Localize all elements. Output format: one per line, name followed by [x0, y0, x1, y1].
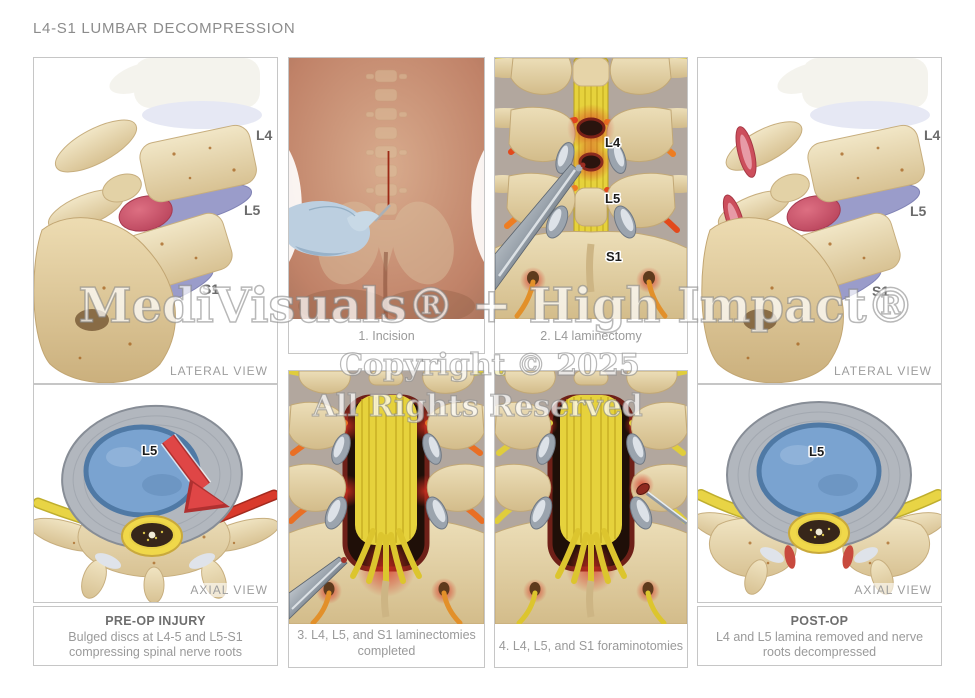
view-label: AXIAL VIEW: [186, 583, 268, 597]
step3-caption-line2: completed: [357, 644, 416, 658]
label-s1: S1: [872, 283, 889, 299]
label-l5: L5: [244, 202, 261, 218]
laminectomies-illustration: [289, 371, 484, 624]
panel-postop-summary: POST-OP L4 and L5 lamina removed and ner…: [697, 606, 942, 666]
foraminotomies-illustration: [495, 371, 687, 624]
panel-preop-summary: PRE-OP INJURY Bulged discs at L4-5 and L…: [33, 606, 278, 666]
label-l5-disc: L5: [142, 443, 157, 458]
preop-summary: PRE-OP INJURY Bulged discs at L4-5 and L…: [38, 614, 273, 660]
panel-step4-foraminotomies: 4. L4, L5, and S1 foraminotomies: [494, 370, 688, 668]
label-s1: S1: [202, 281, 219, 297]
label-l5: L5: [910, 203, 927, 219]
label-l4: L4: [924, 127, 941, 143]
panel-axial-postop: L5 AXIAL VIEW: [697, 384, 942, 603]
step3-caption-line1: 3. L4, L5, and S1 laminectomies: [297, 628, 476, 642]
lateral-postop-illustration: L4 L5 S1: [701, 58, 941, 383]
view-label: AXIAL VIEW: [850, 583, 932, 597]
postop-summary: POST-OP L4 and L5 lamina removed and ner…: [702, 614, 937, 660]
view-label: LATERAL VIEW: [829, 364, 932, 378]
postop-heading: POST-OP: [790, 614, 849, 628]
label-l4: L4: [605, 135, 621, 150]
axial-postop-illustration: L5: [698, 401, 941, 595]
panel-step3-laminectomies: 3. L4, L5, and S1 laminectomies complete…: [288, 370, 485, 668]
preop-heading: PRE-OP INJURY: [105, 614, 206, 628]
panel-step2-laminectomy: L4 L5 S1 2. L4 laminectomy: [494, 57, 688, 354]
lateral-preop-illustration: L4 L5 S1: [34, 58, 273, 383]
panel-lateral-postop: L4 L5 S1 LATERAL VIEW: [697, 57, 942, 384]
panel-lateral-preop: L4 L5 S1 LATERAL VIEW: [33, 57, 278, 384]
label-s1: S1: [606, 249, 622, 264]
laminectomy-illustration: L4 L5 S1: [495, 58, 687, 319]
panel-axial-preop: L5 AXIAL VIEW: [33, 384, 278, 603]
axial-preop-illustration: L5: [34, 404, 277, 602]
label-l5: L5: [605, 191, 620, 206]
step2-caption: 2. L4 laminectomy: [540, 329, 642, 343]
preop-line2: compressing spinal nerve roots: [69, 645, 242, 659]
page-title: L4-S1 LUMBAR DECOMPRESSION: [33, 20, 296, 37]
step4-caption: 4. L4, L5, and S1 foraminotomies: [498, 639, 684, 653]
panel-step1-incision: 1. Incision: [288, 57, 485, 354]
step3-caption: 3. L4, L5, and S1 laminectomies complete…: [289, 627, 484, 659]
preop-line1: Bulged discs at L4-5 and L5-S1: [68, 630, 243, 644]
view-label: LATERAL VIEW: [165, 364, 268, 378]
postop-line2: roots decompressed: [762, 645, 877, 659]
step1-caption: 1. Incision: [358, 329, 415, 343]
postop-line1: L4 and L5 lamina removed and nerve: [715, 630, 924, 644]
label-l5-disc: L5: [809, 444, 824, 459]
label-l4: L4: [256, 127, 273, 143]
incision-illustration: [289, 58, 484, 319]
